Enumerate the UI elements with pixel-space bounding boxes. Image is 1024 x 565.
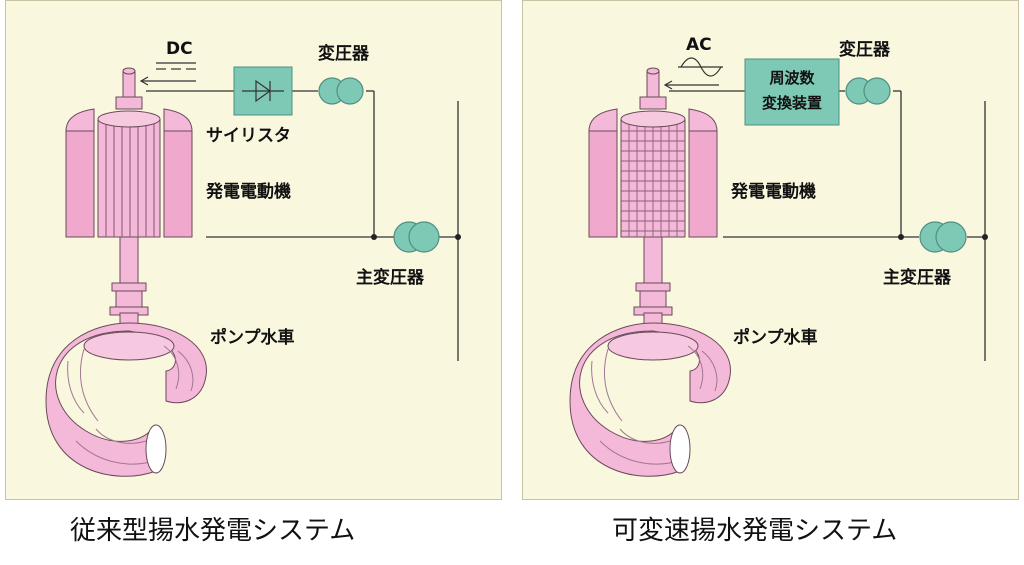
wiring [146,90,459,361]
motor-generator-label: 発電電動機 [206,182,291,202]
frequency-converter-label: 周波数 変換装置 [745,67,839,113]
variable-speed-system-caption: 可変速揚水発電システム [612,516,898,546]
transformer-symbol [845,77,891,105]
dc-label: DC [166,39,193,59]
motor-generator-label: 発電電動機 [731,182,816,202]
thyristor-box [233,66,293,116]
main-transformer-symbol [393,221,440,253]
variable-speed-system-diagram [569,57,988,477]
transformer-symbol [318,77,364,105]
transformer-label: 変圧器 [839,40,890,60]
conventional-system-diagram [45,62,461,477]
main-transformer-label: 主変圧器 [356,268,424,288]
motor-generator [65,108,193,238]
transformer-label: 変圧器 [318,44,369,64]
converter-line1: 周波数 [769,69,815,87]
motor-generator [588,108,718,238]
junction-dot [455,234,461,240]
main-transformer-symbol [919,221,967,253]
thyristor-label: サイリスタ [206,126,291,146]
ac-label: AC [686,35,712,55]
pump-turbine-label: ポンプ水車 [210,328,295,348]
variable-speed-system-panel: AC 変圧器 周波数 変換装置 発電電動機 主変圧器 ポンプ水車 [522,0,1019,500]
junction-dot [898,234,904,240]
pump-turbine [45,322,207,477]
junction-dot [371,234,377,240]
pump-turbine [569,322,731,477]
conventional-system-caption: 従来型揚水発電システム [70,516,356,546]
converter-line2: 変換装置 [761,94,822,112]
conventional-system-panel: DC 変圧器 サイリスタ 発電電動機 主変圧器 ポンプ水車 [5,0,502,500]
frequency-converter-box [744,58,840,126]
main-transformer-label: 主変圧器 [883,268,951,288]
ac-symbol [663,57,723,90]
dc-symbol [139,62,196,86]
junction-dot [982,234,988,240]
wiring [669,90,986,361]
rotor-winding-grid [621,119,685,237]
pump-turbine-label: ポンプ水車 [733,328,818,348]
